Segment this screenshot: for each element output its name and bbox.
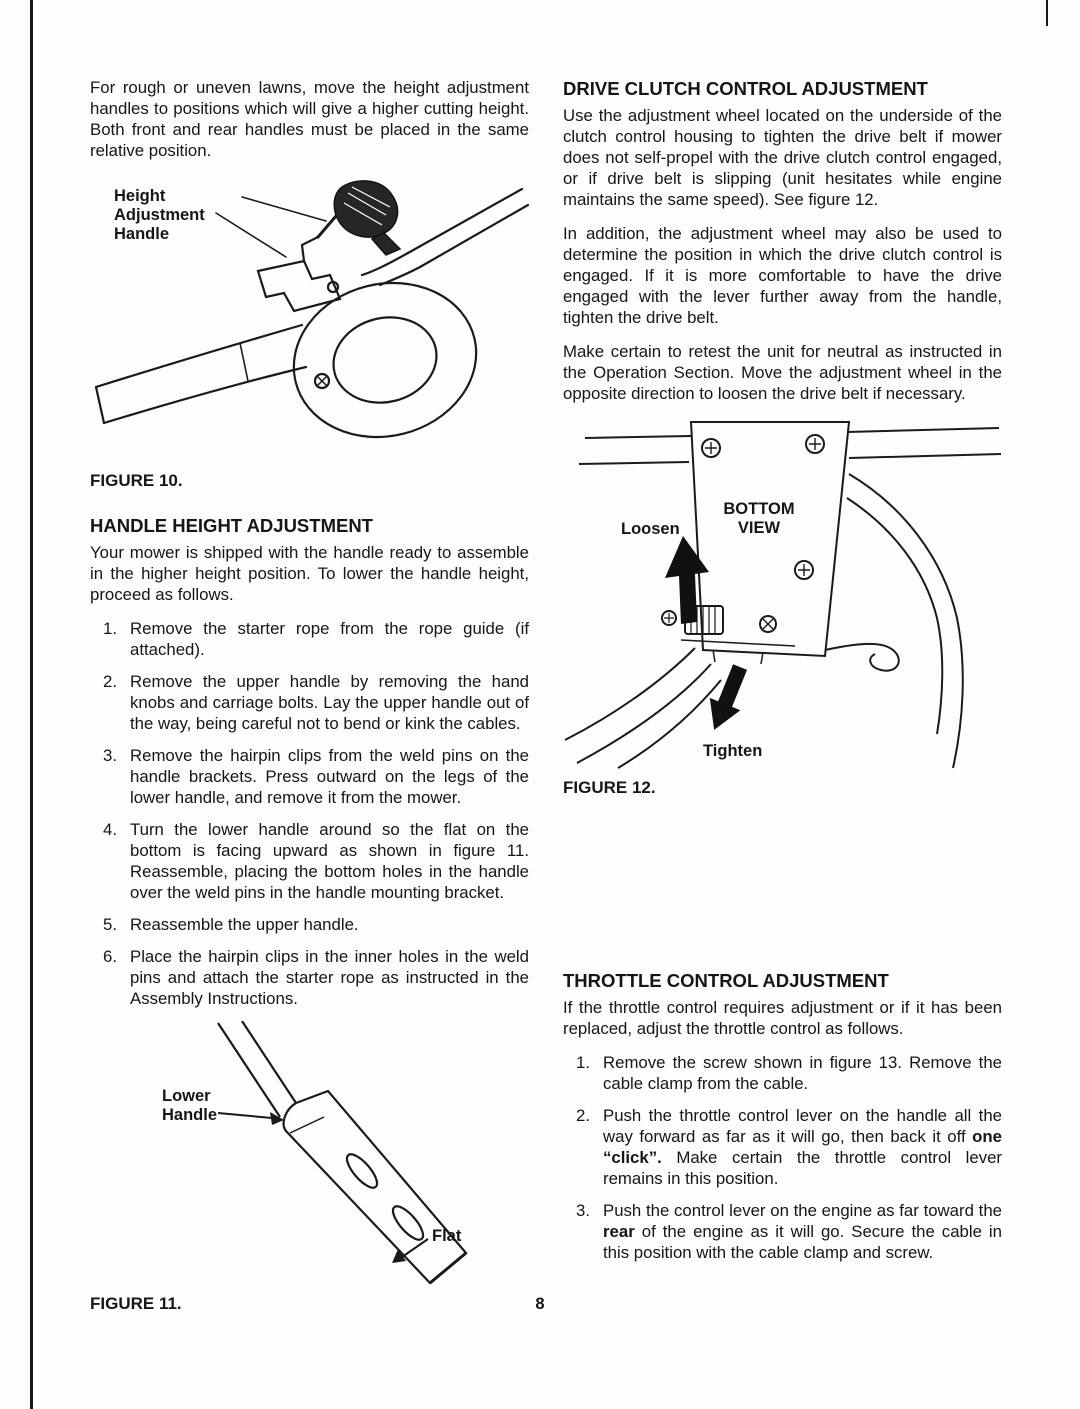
step-item: 2. Remove the upper handle by removing t… xyxy=(103,672,529,735)
step-text: Push the control lever on the engine as … xyxy=(603,1201,1002,1264)
figure-12: Loosen BOTTOM VIEW Tighten xyxy=(563,418,1002,770)
figure12-label-tighten: Tighten xyxy=(703,741,763,760)
figure-10: Height Adjustment Handle xyxy=(90,175,529,463)
step-text-pre: Push the control lever on the engine as … xyxy=(603,1200,1002,1220)
step-number: 5. xyxy=(103,914,117,934)
scan-edge-line xyxy=(30,0,33,1409)
step-number: 2. xyxy=(103,671,117,691)
figure10-label-height-adjustment-handle: Height Adjustment Handle xyxy=(114,186,205,243)
scan-edge-tick xyxy=(1046,0,1048,26)
step-item: 5. Reassemble the upper handle. xyxy=(103,915,529,936)
step-text-bold: one “click”. xyxy=(603,1126,1002,1167)
step-text: Remove the screw shown in figure 13. Rem… xyxy=(603,1053,1002,1095)
right-column: DRIVE CLUTCH CONTROL ADJUSTMENT Use the … xyxy=(563,78,1002,1275)
step-number: 3. xyxy=(576,1200,590,1220)
step-text: Push the throttle control lever on the h… xyxy=(603,1106,1002,1190)
throttle-steps: 1. Remove the screw shown in figure 13. … xyxy=(576,1053,1002,1264)
figure10-caption: FIGURE 10. xyxy=(90,470,183,490)
step-number: 6. xyxy=(103,946,117,966)
step-text: Remove the starter rope from the rope gu… xyxy=(130,618,529,659)
step-text-pre: Remove the screw shown in figure 13. Rem… xyxy=(603,1052,1002,1093)
step-number: 2. xyxy=(576,1105,590,1125)
step-item: 1. Remove the starter rope from the rope… xyxy=(103,619,529,661)
step-item: 2. Push the throttle control lever on th… xyxy=(576,1106,1002,1190)
handle-height-heading: HANDLE HEIGHT ADJUSTMENT xyxy=(90,514,373,536)
step-text: Remove the hairpin clips from the weld p… xyxy=(130,745,529,807)
figure12-label-bottom-view: BOTTOM VIEW xyxy=(723,499,795,537)
figure11-label-flat: Flat xyxy=(432,1226,462,1245)
step-text: Reassemble the upper handle. xyxy=(130,914,359,934)
step-item: 6. Place the hairpin clips in the inner … xyxy=(103,947,529,1010)
figure11-label-lower-handle: Lower Handle xyxy=(162,1086,218,1124)
clutch-bottom-view-drawing xyxy=(564,420,1002,769)
figure12-label-loosen: Loosen xyxy=(621,519,680,538)
left-column: For rough or uneven lawns, move the heig… xyxy=(90,78,529,1314)
drive-clutch-paragraph-1: Use the adjustment wheel located on the … xyxy=(563,106,1002,209)
mower-height-adjustment-drawing xyxy=(94,180,529,439)
step-number: 3. xyxy=(103,745,117,765)
step-text-post: of the engine as it will go. Secure the … xyxy=(603,1221,1002,1262)
step-text: Remove the upper handle by removing the … xyxy=(130,671,529,733)
figure-11: Lower Handle Flat xyxy=(90,1020,529,1286)
throttle-heading: THROTTLE CONTROL ADJUSTMENT xyxy=(563,969,889,991)
step-number: 4. xyxy=(103,819,117,839)
step-text: Place the hairpin clips in the inner hol… xyxy=(130,946,529,1008)
page-number: 8 xyxy=(535,1295,545,1313)
step-item: 1. Remove the screw shown in figure 13. … xyxy=(576,1053,1002,1095)
lower-handle-drawing xyxy=(217,1020,468,1285)
figure11-caption: FIGURE 11. xyxy=(90,1293,182,1313)
handle-height-steps: 1. Remove the starter rope from the rope… xyxy=(103,619,529,1010)
step-item: 4. Turn the lower handle around so the f… xyxy=(103,820,529,904)
intro-paragraph: For rough or uneven lawns, move the heig… xyxy=(90,78,529,160)
handle-height-intro: Your mower is shipped with the handle re… xyxy=(90,542,529,604)
step-text: Turn the lower handle around so the flat… xyxy=(130,819,529,902)
drive-clutch-paragraph-3: Make certain to retest the unit for neut… xyxy=(563,341,1002,403)
step-item: 3. Remove the hairpin clips from the wel… xyxy=(103,746,529,809)
step-number: 1. xyxy=(576,1052,590,1072)
step-text-post: Make certain the throttle control lever … xyxy=(603,1147,1002,1188)
figure12-caption: FIGURE 12. xyxy=(563,777,656,797)
step-text-bold: rear xyxy=(603,1221,635,1241)
throttle-intro: If the throttle control requires adjustm… xyxy=(563,997,1002,1038)
step-item: 3. Push the control lever on the engine … xyxy=(576,1201,1002,1264)
step-text-pre: Push the throttle control lever on the h… xyxy=(603,1105,1002,1146)
drive-clutch-heading: DRIVE CLUTCH CONTROL ADJUSTMENT xyxy=(563,78,928,99)
step-number: 1. xyxy=(103,618,117,638)
page-content: For rough or uneven lawns, move the heig… xyxy=(90,78,1002,1314)
drive-clutch-paragraph-2: In addition, the adjustment wheel may al… xyxy=(563,223,1002,327)
